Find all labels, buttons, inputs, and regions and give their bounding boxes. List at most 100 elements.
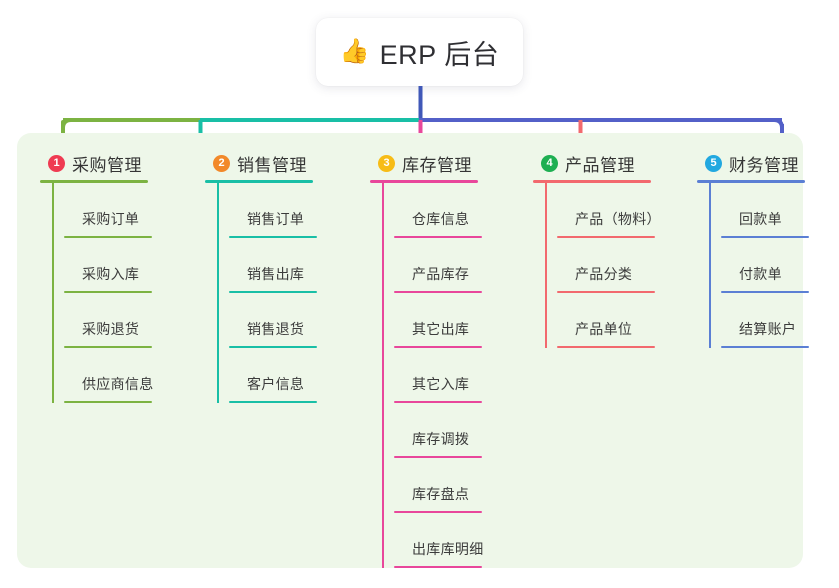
leaf-label: 付款单 [739,266,782,282]
leaf-item[interactable]: 产品单位 [557,293,683,348]
leaf-label: 库存调拨 [412,431,470,447]
column-rule-5 [697,180,805,183]
column-rule-2 [205,180,313,183]
leaf-rule [557,346,655,348]
leaf-item[interactable]: 销售退货 [229,293,355,348]
column-header-2[interactable]: 2 销售管理 [205,148,355,178]
leaf-rule [64,236,152,238]
leaf-rule [394,566,482,568]
column-items-2: 销售订单销售出库销售退货客户信息 [205,183,355,403]
leaf-label: 结算账户 [739,321,797,337]
leaf-label: 销售退货 [247,321,305,337]
column-4: 4 产品管理产品（物料） 产品分类产品单位 [533,148,683,348]
leaf-rule [394,291,482,293]
leaf-item[interactable]: 回款单 [721,183,839,238]
leaf-label: 产品（物料） [575,211,661,227]
leaf-label: 产品分类 [575,266,633,282]
column-rule-1 [40,180,148,183]
column-title-3: 库存管理 [402,155,472,175]
leaf-rule [721,236,809,238]
leaf-item[interactable]: 其它入库 [394,348,520,403]
column-spine-3 [382,183,384,568]
leaf-label: 供应商信息 [82,376,154,392]
leaf-item[interactable]: 产品分类 [557,238,683,293]
thumbs-up-icon: 👍 [339,38,370,65]
trunk-right-corner [773,118,784,129]
trunk-left-corner [61,118,72,129]
column-3: 3 库存管理仓库信息产品库存其它出库其它入库库存调拨库存盘点出库库明细 [370,148,520,568]
leaf-item[interactable]: 其它出库 [394,293,520,348]
leaf-item[interactable]: 出库库明细 [394,513,520,568]
leaf-rule [394,401,482,403]
leaf-item[interactable]: 销售出库 [229,238,355,293]
leaf-rule [64,401,152,403]
column-title-2: 销售管理 [237,155,307,175]
column-items-1: 采购订单采购入库采购退货供应商信息 [40,183,190,403]
column-badge-2: 2 [213,154,230,172]
column-title-5: 财务管理 [729,155,799,175]
leaf-item[interactable]: 供应商信息 [64,348,190,403]
leaf-item[interactable]: 产品库存 [394,238,520,293]
leaf-rule [394,511,482,513]
column-items-5: 回款单付款单结算账户 [697,183,839,348]
leaf-item[interactable]: 结算账户 [721,293,839,348]
content-panel [17,133,803,568]
root-title: ERP 后台 [379,39,500,70]
leaf-label: 库存盘点 [412,486,470,502]
column-badge-3: 3 [378,154,395,172]
leaf-label: 销售出库 [247,266,305,282]
column-title-4: 产品管理 [565,155,635,175]
column-spine-1 [52,183,54,403]
column-spine-4 [545,183,547,348]
column-spine-5 [709,183,711,348]
leaf-rule [394,236,482,238]
leaf-label: 仓库信息 [412,211,470,227]
column-5: 5 财务管理回款单付款单结算账户 [697,148,839,348]
leaf-label: 采购退货 [82,321,140,337]
column-items-3: 仓库信息产品库存其它出库其它入库库存调拨库存盘点出库库明细 [370,183,520,568]
leaf-rule [721,346,809,348]
leaf-item[interactable]: 产品（物料） [557,183,683,238]
root-node-card[interactable]: 👍 ERP 后台 [316,18,523,86]
column-items-4: 产品（物料） 产品分类产品单位 [533,183,683,348]
column-badge-4: 4 [541,154,558,172]
leaf-rule [394,346,482,348]
leaf-item[interactable]: 销售订单 [229,183,355,238]
leaf-item[interactable]: 付款单 [721,238,839,293]
leaf-rule [557,291,655,293]
column-badge-1: 1 [48,154,65,172]
leaf-rule [394,456,482,458]
leaf-rule [229,291,317,293]
column-badge-5: 5 [705,154,722,172]
leaf-rule [229,236,317,238]
column-header-3[interactable]: 3 库存管理 [370,148,520,178]
leaf-label: 采购入库 [82,266,140,282]
leaf-item[interactable]: 客户信息 [229,348,355,403]
leaf-label: 其它出库 [412,321,470,337]
column-header-4[interactable]: 4 产品管理 [533,148,683,178]
leaf-label: 客户信息 [247,376,305,392]
leaf-item[interactable]: 采购入库 [64,238,190,293]
leaf-rule [557,236,655,238]
leaf-item[interactable]: 采购订单 [64,183,190,238]
leaf-item[interactable]: 库存调拨 [394,403,520,458]
leaf-rule [229,346,317,348]
column-2: 2 销售管理销售订单销售出库销售退货客户信息 [205,148,355,403]
column-header-1[interactable]: 1 采购管理 [40,148,190,178]
leaf-rule [721,291,809,293]
column-title-1: 采购管理 [72,155,142,175]
column-rule-3 [370,180,478,183]
leaf-item[interactable]: 库存盘点 [394,458,520,513]
leaf-rule [64,346,152,348]
leaf-item[interactable]: 采购退货 [64,293,190,348]
column-spine-2 [217,183,219,403]
column-header-5[interactable]: 5 财务管理 [697,148,839,178]
leaf-label: 产品单位 [575,321,633,337]
leaf-label: 回款单 [739,211,782,227]
column-rule-4 [533,180,651,183]
leaf-label: 采购订单 [82,211,140,227]
leaf-rule [229,401,317,403]
column-1: 1 采购管理采购订单采购入库采购退货供应商信息 [40,148,190,403]
leaf-item[interactable]: 仓库信息 [394,183,520,238]
leaf-label: 产品库存 [412,266,470,282]
